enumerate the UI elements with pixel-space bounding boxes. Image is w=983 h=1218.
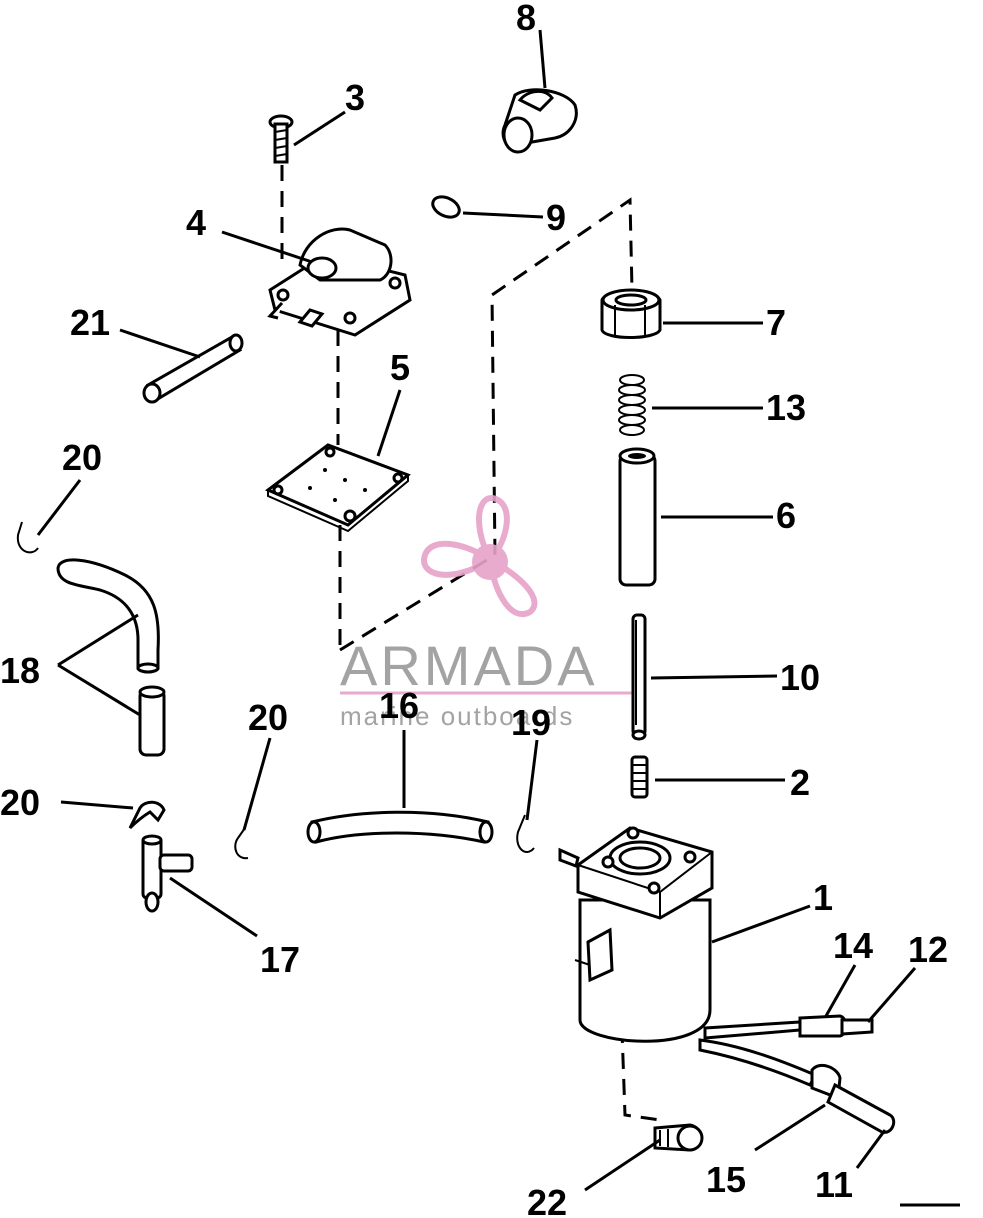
part-17-tee-fitting: [141, 834, 194, 913]
part-22-screw: [653, 1123, 704, 1152]
callout-14: 14: [833, 925, 873, 966]
callout-16: 16: [379, 685, 419, 726]
callout-20-left: 20: [0, 782, 40, 823]
callout-12: 12: [908, 929, 948, 970]
watermark-tagline: marine outboards: [340, 701, 574, 731]
part-6-sleeve: [618, 447, 657, 587]
part-20-clip-left: [128, 800, 166, 830]
callout-1: 1: [813, 877, 833, 918]
part-4-pump-cover: [267, 227, 412, 337]
part-9-o-ring: [431, 195, 461, 219]
part-8-elbow-fitting: [501, 88, 578, 154]
callout-11: 11: [815, 1164, 853, 1205]
callout-5: 5: [390, 347, 410, 388]
part-21-tube: [142, 333, 244, 404]
callout-10: 10: [780, 657, 820, 698]
part-2-spring: [630, 755, 649, 799]
watermark-brand: ARMADA: [340, 634, 598, 697]
callout-7: 7: [766, 302, 786, 343]
callout-19: 19: [511, 702, 551, 743]
part-3-screw: [268, 114, 294, 164]
callout-17: 17: [260, 939, 300, 980]
callout-6: 6: [776, 495, 796, 536]
callout-20-top: 20: [62, 437, 102, 478]
callout-21: 21: [70, 302, 110, 343]
callout-15: 15: [706, 1159, 746, 1200]
callout-3: 3: [345, 77, 365, 118]
wire-leads: [698, 1014, 896, 1134]
part-5-diaphragm: [265, 443, 411, 533]
callout-9: 9: [546, 197, 566, 238]
part-18-hoses: [56, 558, 166, 757]
part-19-clip: [516, 814, 535, 853]
leader-lines: [36, 29, 960, 1207]
callout-8: 8: [516, 0, 536, 38]
part-10-plunger: [631, 613, 647, 741]
part-20-clip-top: [16, 521, 39, 554]
callout-numbers: 8 3 4 9 21 7 5 13 20 6 18 10 16 20 19 2 …: [0, 0, 948, 1218]
callout-2: 2: [790, 762, 810, 803]
callout-18: 18: [0, 650, 40, 691]
part-16-hose: [306, 810, 494, 844]
part-20-clip-mid: [234, 827, 249, 860]
callout-20-mid: 20: [248, 697, 288, 738]
part-7-nut: [600, 288, 662, 339]
armada-watermark: ARMADA marine outboards: [340, 495, 640, 731]
propeller-logo-icon: [421, 495, 538, 617]
part-13-spring: [618, 374, 646, 436]
callout-22: 22: [527, 1182, 567, 1218]
callout-13: 13: [766, 387, 806, 428]
callout-4: 4: [186, 202, 206, 243]
part-1-pump-body: [558, 826, 714, 1043]
